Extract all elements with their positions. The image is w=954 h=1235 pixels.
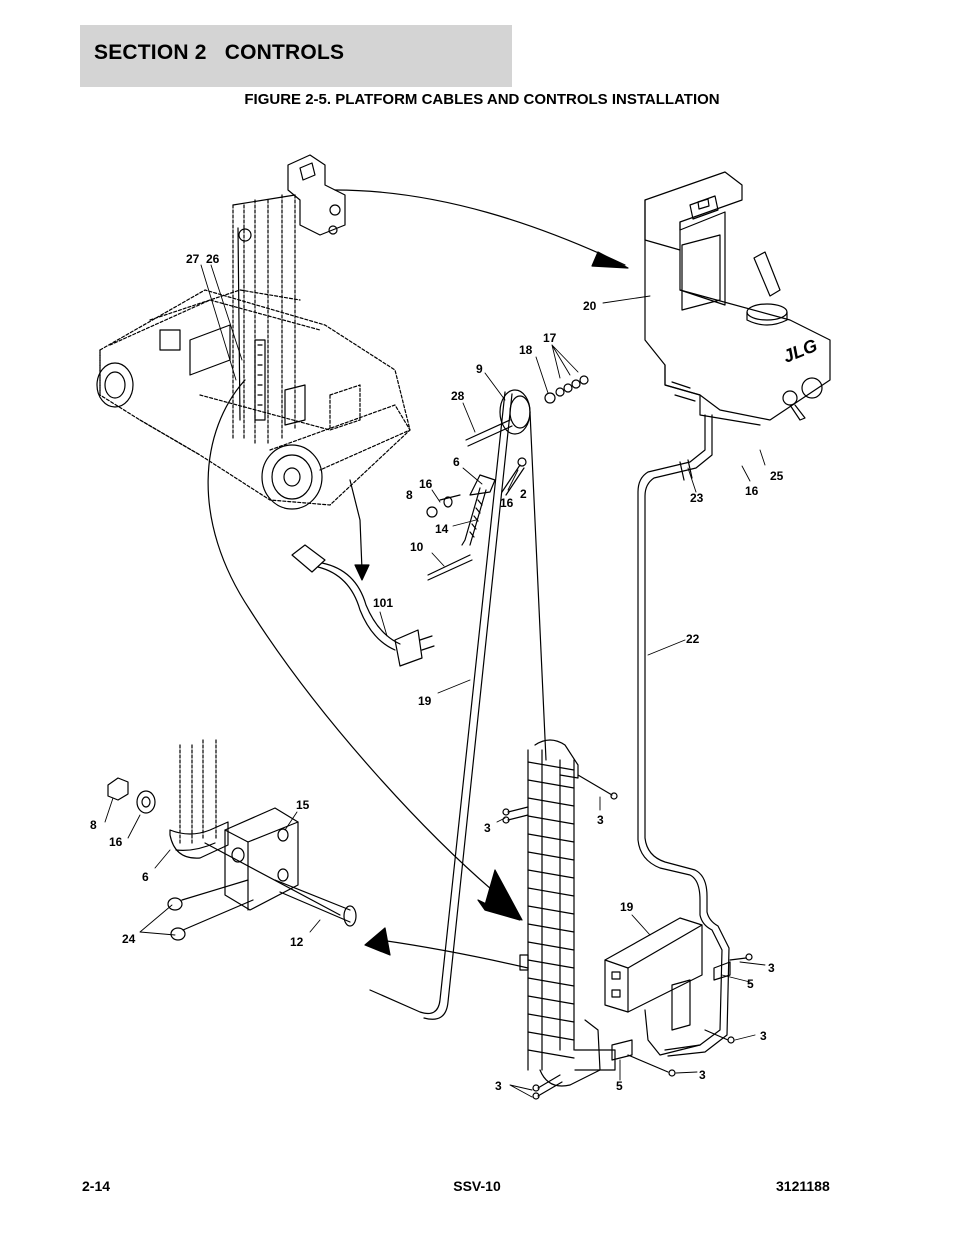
callout-101: 101 — [373, 596, 393, 610]
callout-3-c: 3 — [768, 961, 775, 975]
screws — [502, 774, 753, 1100]
callout-12: 12 — [290, 935, 304, 949]
callout-14: 14 — [435, 522, 449, 536]
callout-16-right: 16 — [745, 484, 759, 498]
callout-24: 24 — [122, 932, 136, 946]
callout-3-d: 3 — [760, 1029, 767, 1043]
arrow-to-enlarged-view — [334, 189, 626, 266]
callout-9: 9 — [476, 362, 483, 376]
drag-chain — [519, 739, 616, 1087]
callout-3-e: 3 — [699, 1068, 706, 1082]
document-number: 3121188 — [776, 1178, 830, 1194]
mast-control-box — [287, 154, 346, 236]
callout-6-lower: 6 — [142, 870, 149, 884]
callout-16-upper: 16 — [419, 477, 433, 491]
callout-23: 23 — [690, 491, 704, 505]
arrow-to-drag-chain — [207, 379, 511, 906]
spring-assembly — [426, 457, 527, 581]
platform-control-box — [644, 171, 831, 426]
mast-clamp-detail — [107, 739, 357, 941]
callout-5-a: 5 — [747, 977, 754, 991]
figure-title: FIGURE 2-5. PLATFORM CABLES AND CONTROLS… — [244, 91, 720, 108]
callout-17: 17 — [543, 331, 557, 345]
callout-3-a: 3 — [484, 821, 491, 835]
callout-5-b: 5 — [616, 1079, 623, 1093]
callout-8-upper: 8 — [406, 488, 413, 502]
machine-base — [96, 289, 411, 510]
model-name: SSV-10 — [453, 1178, 501, 1194]
callout-19-cable: 19 — [418, 694, 432, 708]
callout-20: 20 — [583, 299, 597, 313]
callouts: 27 26 20 17 18 9 28 6 16 8 2 16 14 10 10… — [90, 252, 784, 1093]
callout-28: 28 — [451, 389, 465, 403]
callout-8-lower: 8 — [90, 818, 97, 832]
callout-22: 22 — [686, 632, 700, 646]
callout-3-b: 3 — [597, 813, 604, 827]
callout-16-mid: 16 — [500, 496, 514, 510]
jlg-logo-text: JLG — [780, 335, 820, 367]
sheave-assembly — [465, 375, 589, 447]
callout-10: 10 — [410, 540, 424, 554]
callout-26: 26 — [206, 252, 220, 266]
section-header-bar: SECTION 2 CONTROLS — [80, 25, 512, 87]
callout-18: 18 — [519, 343, 533, 357]
leader-lines — [104, 264, 766, 1098]
page-number: 2-14 — [82, 1178, 111, 1194]
power-cord-101 — [291, 544, 435, 667]
callout-2: 2 — [520, 487, 527, 501]
callout-6-upper: 6 — [453, 455, 460, 469]
junction-box — [604, 917, 703, 1056]
callout-19-box: 19 — [620, 900, 634, 914]
section-title: SECTION 2 CONTROLS — [94, 41, 345, 64]
callout-27: 27 — [186, 252, 200, 266]
callout-25: 25 — [770, 469, 784, 483]
callout-15: 15 — [296, 798, 310, 812]
cable-19 — [369, 391, 547, 1020]
control-cable-22 — [637, 414, 730, 1057]
callout-16-lower: 16 — [109, 835, 123, 849]
callout-3-f: 3 — [495, 1079, 502, 1093]
mast — [232, 194, 306, 446]
